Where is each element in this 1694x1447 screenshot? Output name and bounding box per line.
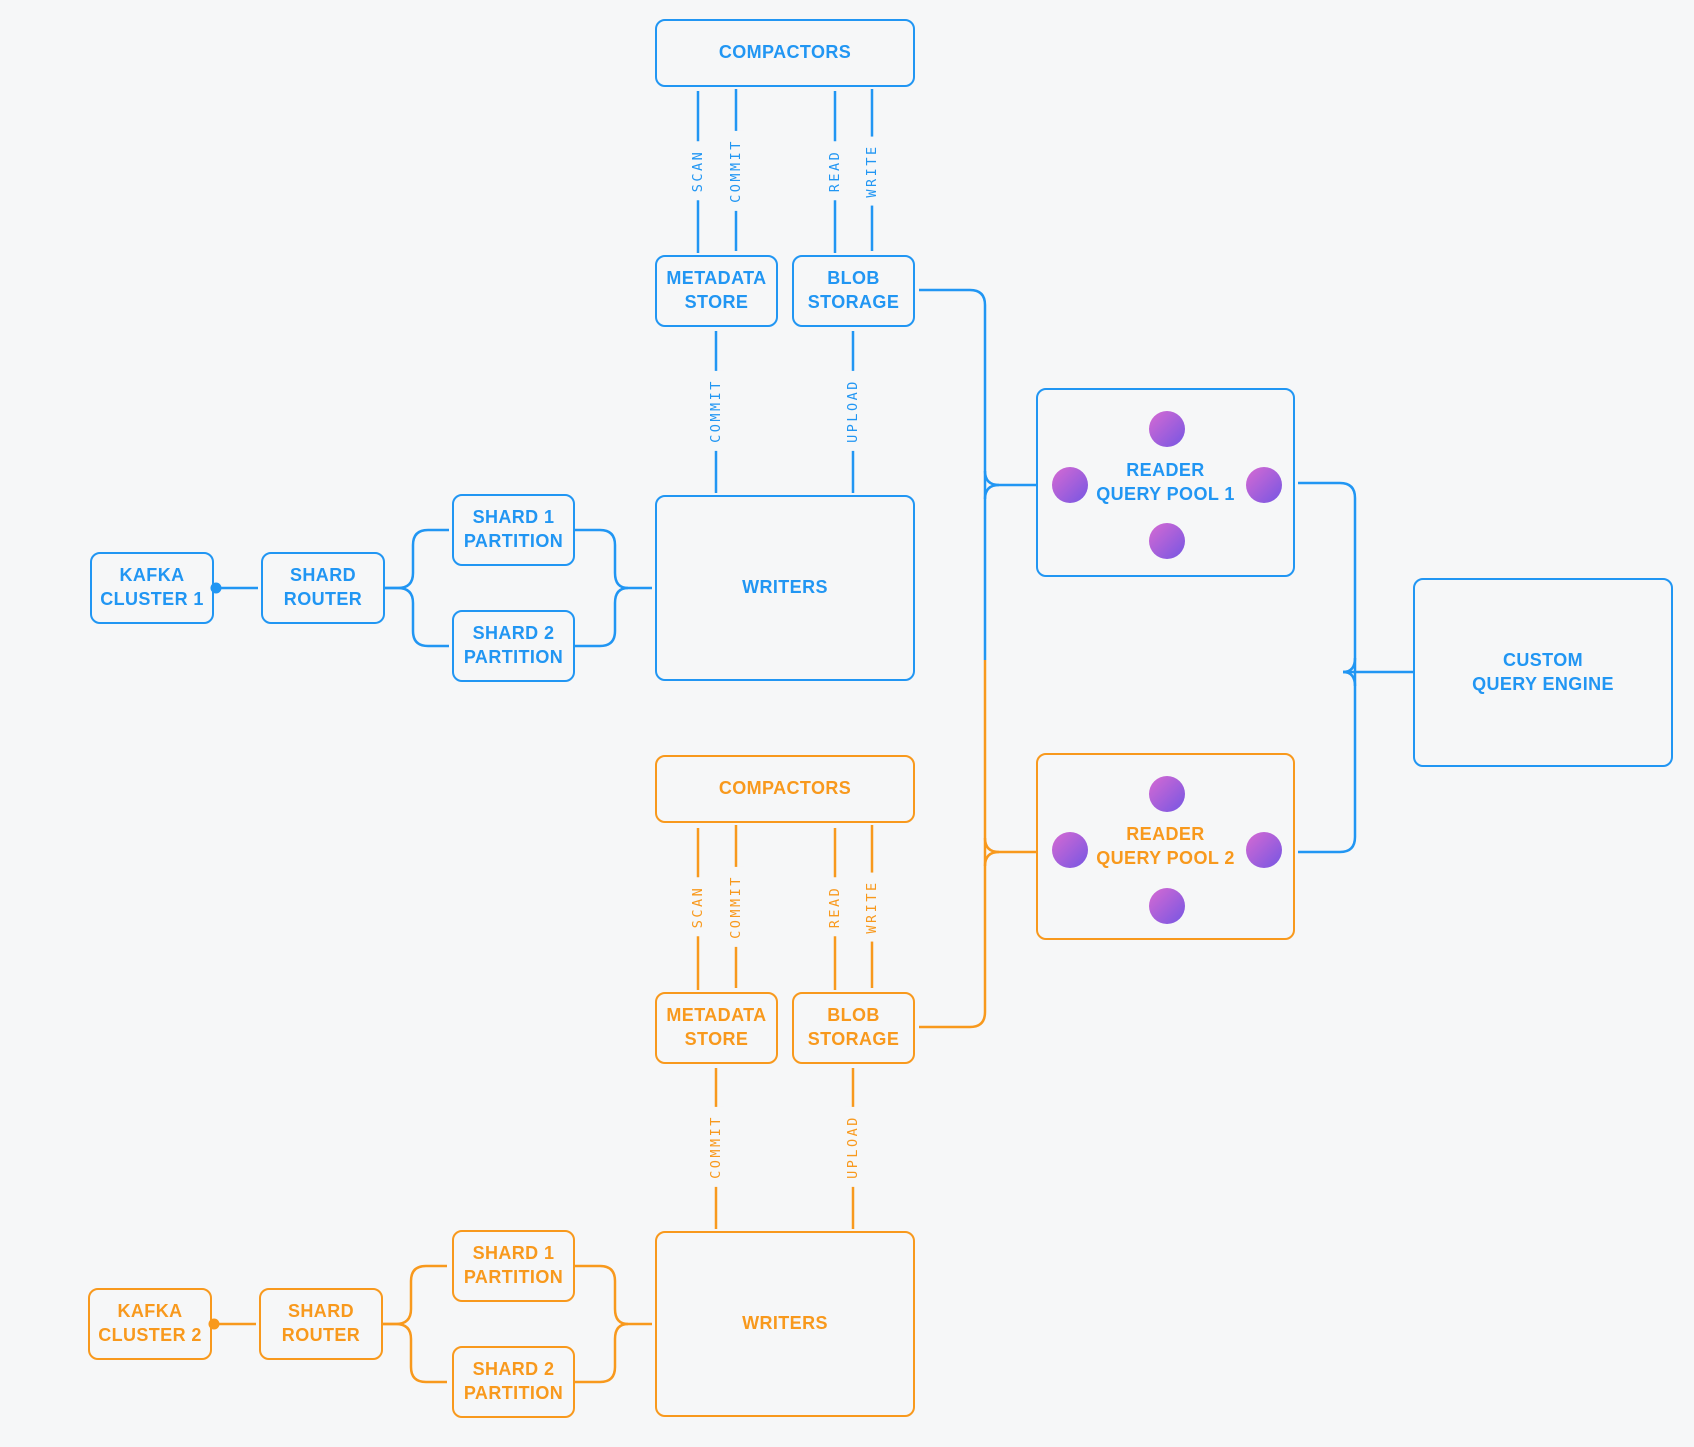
node-kafka-cluster-1: KAFKA CLUSTER 1 bbox=[90, 552, 214, 624]
edge-label-scan-2: SCAN bbox=[690, 877, 706, 937]
edge-label-write-2: WRITE bbox=[864, 872, 880, 942]
edge-router-to-shard2-1 bbox=[385, 586, 449, 648]
node-custom-query-engine: CUSTOM QUERY ENGINE bbox=[1413, 578, 1673, 767]
node-shard1-partition-1: SHARD 1 PARTITION bbox=[452, 494, 575, 566]
edge-pool2-branch-flare-top bbox=[983, 837, 1000, 854]
edge-label-read-2: READ bbox=[827, 877, 843, 937]
edge-label-commit-2: COMMIT bbox=[728, 867, 744, 947]
node-shard2-partition-2: SHARD 2 PARTITION bbox=[452, 1346, 575, 1418]
edge-label-commit-1: COMMIT bbox=[728, 131, 744, 211]
reader-worker-dot bbox=[1052, 832, 1088, 868]
edge-label-writer-upload-2: UPLOAD bbox=[845, 1107, 861, 1187]
node-shard1-partition-2: SHARD 1 PARTITION bbox=[452, 1230, 575, 1302]
node-writers-1: WRITERS bbox=[655, 495, 915, 681]
node-shard2-partition-1: SHARD 2 PARTITION bbox=[452, 610, 575, 682]
edge-router-to-shard1-2 bbox=[383, 1264, 447, 1326]
reader-worker-dot bbox=[1149, 776, 1185, 812]
edge-shard2-merge-2 bbox=[575, 1322, 629, 1384]
edge-engine-flare-bottom bbox=[1342, 670, 1357, 687]
edge-router-to-shard2-2 bbox=[383, 1322, 447, 1384]
reader-worker-dot bbox=[1246, 832, 1282, 868]
node-metadata-store-1: METADATA STORE bbox=[655, 255, 778, 327]
edge-pool1-branch-flare-top bbox=[983, 470, 1000, 487]
reader-worker-dot bbox=[1149, 523, 1185, 559]
reader-pool-1-label: READER QUERY POOL 1 bbox=[1096, 459, 1235, 504]
edge-pool1-branch-flare-bottom bbox=[983, 483, 1000, 500]
reader-worker-dot bbox=[1246, 467, 1282, 503]
edge-trunk-to-blob-2 bbox=[919, 660, 987, 1029]
node-shard-router-1: SHARD ROUTER bbox=[261, 552, 385, 624]
edge-pool2-branch-flare-bottom bbox=[983, 850, 1000, 867]
edge-label-writer-commit-1: COMMIT bbox=[708, 371, 724, 451]
node-reader-query-pool-2: READER QUERY POOL 2 bbox=[1036, 753, 1295, 940]
node-blob-storage-2: BLOB STORAGE bbox=[792, 992, 915, 1064]
edge-trunk-to-blob-1 bbox=[919, 288, 987, 660]
edge-label-writer-commit-2: COMMIT bbox=[708, 1107, 724, 1187]
reader-worker-dot bbox=[1052, 467, 1088, 503]
reader-worker-dot bbox=[1149, 411, 1185, 447]
edge-engine-to-pools bbox=[1298, 481, 1357, 854]
edge-label-read-1: READ bbox=[827, 141, 843, 201]
edge-shard1-merge-1 bbox=[575, 528, 629, 590]
node-metadata-store-2: METADATA STORE bbox=[655, 992, 778, 1064]
edge-label-write-1: WRITE bbox=[864, 136, 880, 206]
reader-worker-dot bbox=[1149, 888, 1185, 924]
edge-shard2-merge-1 bbox=[575, 586, 629, 648]
edge-engine-flare-top bbox=[1342, 657, 1357, 674]
edge-router-to-shard1-1 bbox=[385, 528, 449, 590]
node-shard-router-2: SHARD ROUTER bbox=[259, 1288, 383, 1360]
node-compactors-1: COMPACTORS bbox=[655, 19, 915, 87]
edge-shard1-merge-2 bbox=[575, 1264, 629, 1326]
node-kafka-cluster-2: KAFKA CLUSTER 2 bbox=[88, 1288, 212, 1360]
node-compactors-2: COMPACTORS bbox=[655, 755, 915, 823]
node-blob-storage-1: BLOB STORAGE bbox=[792, 255, 915, 327]
reader-pool-2-label: READER QUERY POOL 2 bbox=[1096, 823, 1235, 868]
edge-label-scan-1: SCAN bbox=[690, 141, 706, 201]
edge-label-writer-upload-1: UPLOAD bbox=[845, 371, 861, 451]
node-reader-query-pool-1: READER QUERY POOL 1 bbox=[1036, 388, 1295, 577]
node-writers-2: WRITERS bbox=[655, 1231, 915, 1417]
